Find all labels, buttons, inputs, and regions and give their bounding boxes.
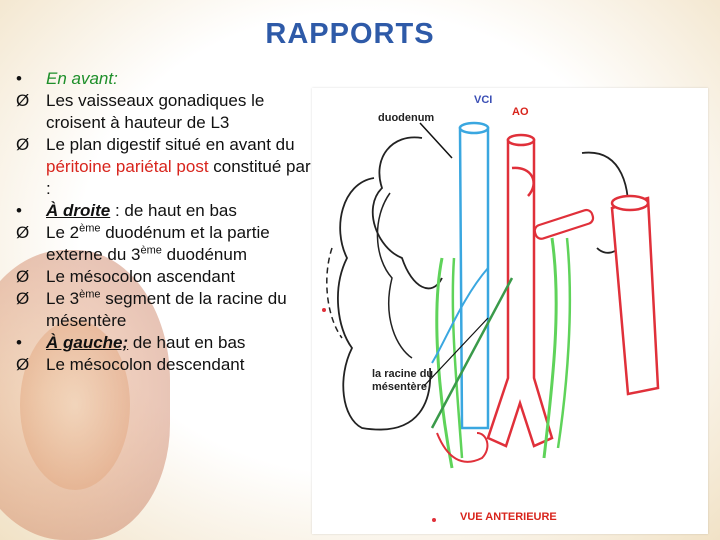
label-racine-mesentere: la racine du mésentère [372,368,433,394]
line-text: Le 2 [46,223,80,242]
vci-top [458,121,490,135]
arrow-marker: Ø [16,223,30,242]
label-duodenum: duodenum [378,112,435,124]
arrow-line: Ø Le mésocolon ascendant [16,266,314,288]
arrow-line: Ø Le mésocolon descendant [16,354,314,376]
vci-vessel [458,126,490,430]
duodenum-pointer [419,122,453,159]
left-ureter [542,237,558,459]
aorta-vessel [486,138,554,448]
arrow-marker: Ø [16,267,30,286]
duodenum-loop [371,136,443,290]
heading-a-gauche: À gauche; [46,333,129,352]
line-text: duodénum et la partie externe du 3 [46,223,270,264]
racine-pointer [423,317,489,387]
mesentery-root-line [430,277,514,429]
label-vue-anterieure: VUE ANTERIEURE [460,511,557,523]
label-vci: VCI [474,94,493,106]
superscript: ème [79,288,101,301]
bullet-marker: • [16,201,22,220]
heading-a-droite: À droite [46,201,111,220]
red-mark [432,518,436,522]
arrow-line: Ø Le 2ème duodénum et la partie externe … [16,222,314,266]
arrow-line: Ø Le 3ème segment de la racine du mésent… [16,288,314,332]
line-text: : de haut en bas [110,201,237,220]
left-renal-vessel [533,208,595,240]
descending-colon-top [610,194,650,212]
mesenteric-artery [511,166,535,197]
arrow-marker: Ø [16,91,30,110]
right-kidney [326,247,343,339]
label-racine-line2: mésentère [372,381,428,393]
red-mark [322,308,326,312]
peritoine-highlight: péritoine pariétal post [46,157,209,176]
line-text: Les vaisseaux gonadiques le croisent à h… [46,91,265,132]
arrow-marker: Ø [16,355,30,374]
line-text: duodénum [161,245,247,264]
line-text: segment de la racine du mésentère [46,289,287,330]
anatomy-diagram [322,121,660,522]
left-gonadal [556,237,572,449]
label-ao: AO [512,106,529,118]
arrow-marker: Ø [16,289,30,308]
slide-title: RAPPORTS [265,18,435,50]
arrow-marker: Ø [16,135,30,154]
bullet-list: • En avant: Ø Les vaisseaux gonadiques l… [16,68,314,376]
bullet-line: • À droite : de haut en bas [16,200,314,222]
superscript: ème [140,244,162,257]
line-text: Le mésocolon descendant [46,355,245,374]
line-text: constitué par : [46,157,311,198]
ascending-colon [337,177,432,431]
bullet-line: • À gauche; de haut en bas [16,332,314,354]
label-racine-line1: la racine du [372,368,434,380]
bullet-marker: • [16,69,22,88]
ascending-colon-inner [376,192,413,359]
line-text: de haut en bas [128,333,246,352]
heading-en-avant: En avant: [46,69,118,88]
line-text: Le 3 [46,289,80,308]
gonadal-vein [431,267,489,364]
bullet-marker: • [16,333,22,352]
descending-colon [610,196,660,396]
superscript: ème [79,222,101,235]
anatomy-figure: VCI AO duodenum la racine du mésentère V… [312,88,708,534]
arrow-line: Ø Le plan digestif situé en avant du pér… [16,134,314,200]
kidney-background-inner [20,320,130,490]
line-text: Le plan digestif situé en avant du [46,135,295,154]
lower-duodenum [436,432,489,463]
line-text: Le mésocolon ascendant [46,267,236,286]
arrow-line: Ø Les vaisseaux gonadiques le croisent à… [16,90,314,134]
aorta-top [506,133,536,147]
bullet-line: • En avant: [16,68,314,90]
